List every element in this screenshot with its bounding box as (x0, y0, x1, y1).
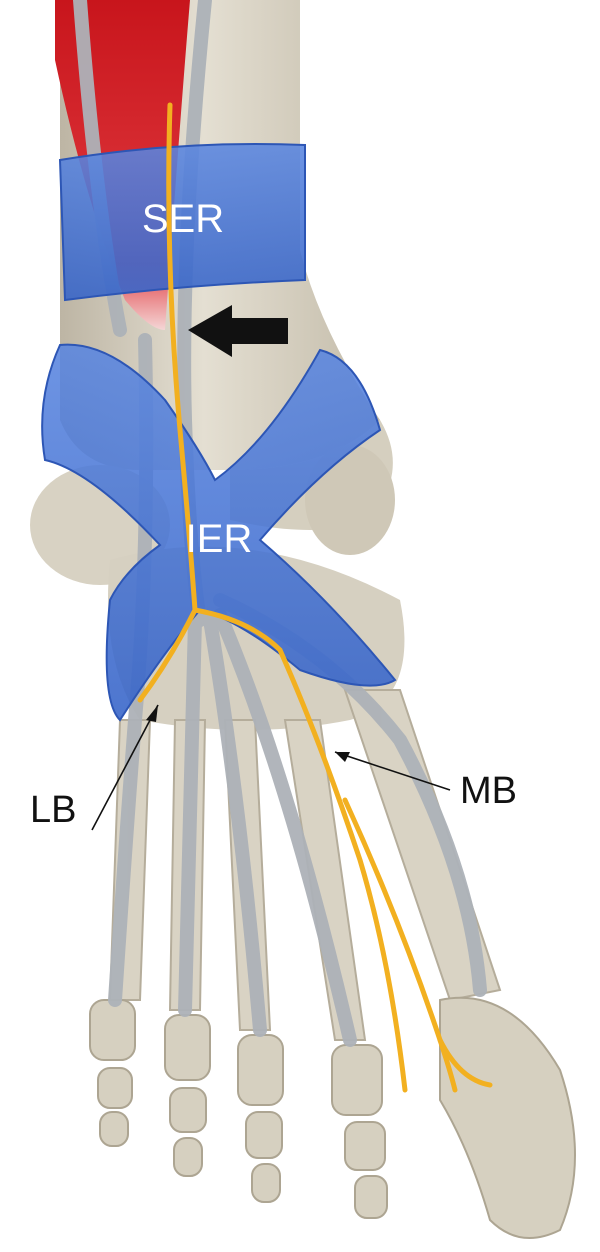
ier-label: IER (186, 517, 253, 561)
phalanges (90, 998, 575, 1238)
lb-label: LB (30, 789, 76, 831)
mb-label: MB (460, 770, 517, 812)
ser-label: SER (142, 197, 224, 241)
